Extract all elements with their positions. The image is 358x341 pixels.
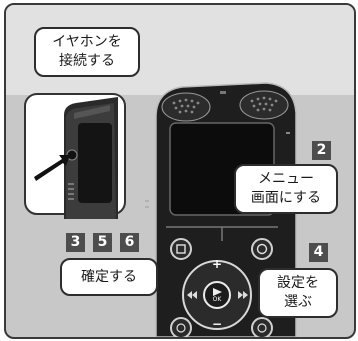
inset-jack-detail: [24, 93, 126, 219]
plus-label: +: [211, 257, 223, 271]
callout-text: 確定する: [81, 268, 137, 285]
left-microphone: [161, 92, 211, 122]
step-badge-5: 5: [93, 233, 112, 252]
step-badge-6: 6: [120, 233, 139, 252]
callout-line-1: イヤホンを: [52, 34, 122, 50]
callout-menu-screen: メニュー 画面にする: [234, 164, 338, 214]
callout-confirm: 確定する: [60, 258, 158, 296]
right-microphone: [239, 90, 289, 120]
step-badge-2: 2: [312, 141, 331, 160]
callout-line-1: メニュー: [258, 171, 314, 187]
step-badge-4: 4: [309, 243, 328, 262]
callout-line-2: 画面にする: [250, 190, 322, 206]
dpad: [182, 260, 252, 330]
ok-label: OK: [212, 296, 222, 303]
callout-connect-earphones: イヤホンを 接続する: [34, 27, 140, 77]
callout-line-1: 設定を: [277, 275, 319, 291]
minus-label: −: [211, 317, 223, 331]
callout-select-setting: 設定を 選ぶ: [258, 268, 338, 318]
step-badge-3: 3: [66, 233, 85, 252]
callout-line-2: 接続する: [59, 53, 115, 69]
illustration-frame: + − OK イヤホンを 接続する 2 メニュー 画面にする 3 5 6 確定す…: [4, 3, 356, 339]
callout-line-2: 選ぶ: [284, 294, 312, 310]
